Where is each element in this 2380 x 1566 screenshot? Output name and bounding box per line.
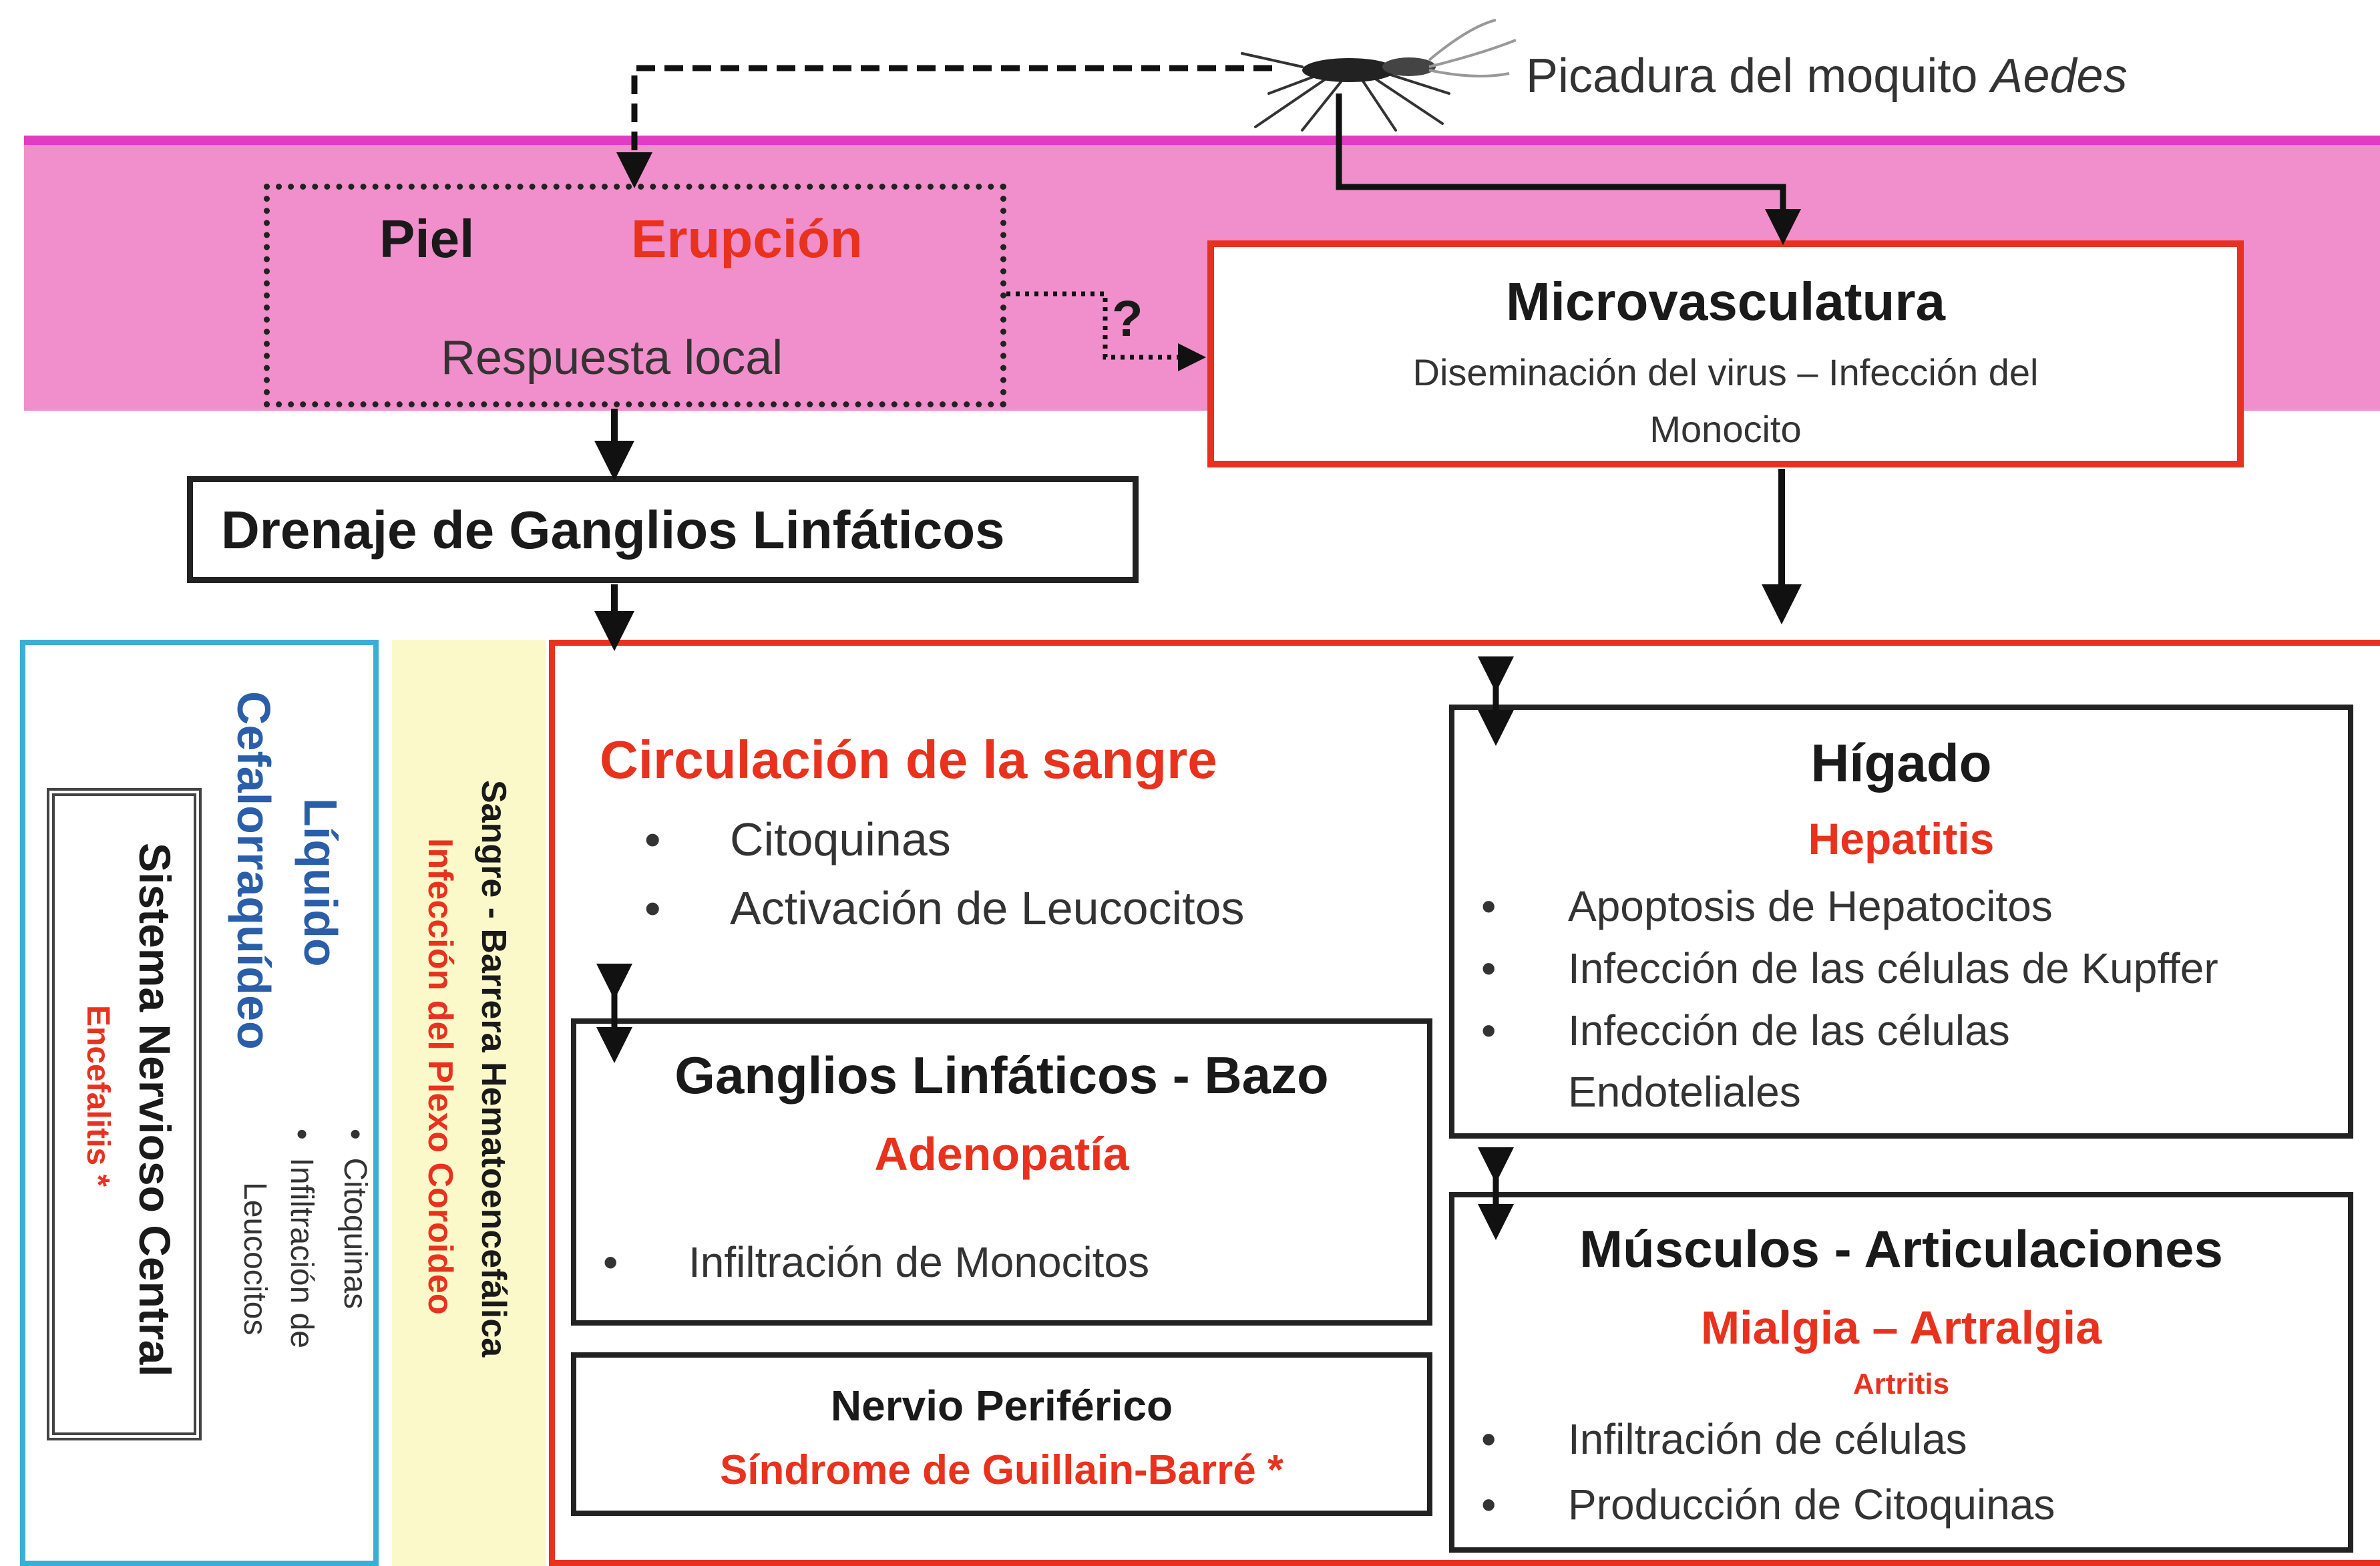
- bbb-subtitle: Infección del Plexo Coroideo: [421, 838, 459, 1315]
- blood-bullet-1: • Citoquinas: [644, 813, 951, 865]
- cns-box: [47, 788, 202, 1440]
- skin-local-response: Respuesta local: [441, 331, 783, 385]
- cns-title: Sistema Nervioso Central: [130, 843, 180, 1377]
- cns-condition: Encefalitis *: [80, 1005, 116, 1187]
- bullet-symbol: •: [644, 813, 661, 865]
- bullet-symbol: •: [603, 1238, 618, 1286]
- ganglia-title: Ganglios Linfáticos - Bazo: [674, 1046, 1329, 1105]
- bullet-symbol: •: [1481, 1481, 1497, 1529]
- skin-band-top-line: [24, 136, 2380, 145]
- microvasculature-box: Microvasculatura Diseminación del virus …: [1207, 240, 2244, 467]
- muscles-sub-condition: Artritis: [1852, 1368, 1950, 1400]
- liver-bullet-3: • Infección de las células: [1481, 1006, 2010, 1054]
- liver-bullet-3-continued: Endoteliales: [1568, 1068, 1801, 1116]
- liver-bullet-1-text: Apoptosis de Hepatocitos: [1568, 882, 2053, 930]
- lymph-drainage-title: Drenaje de Ganglios Linfáticos: [221, 500, 1005, 560]
- bullet-symbol: •: [1481, 1006, 1497, 1054]
- liver-bullet-2-text: Infección de las células de Kupffer: [1568, 944, 2218, 992]
- microvasculature-title: Microvasculatura: [1505, 272, 1946, 331]
- microvasculature-line2: Monocito: [1649, 408, 1802, 450]
- csf-bullet-3: Leucocitos: [237, 1182, 272, 1336]
- csf-bullet-1-text: Citoquinas: [337, 1157, 373, 1310]
- bullet-symbol: •: [337, 1129, 373, 1140]
- blood-bullet-1-text: Citoquinas: [730, 813, 951, 865]
- mosquito-icon: [1241, 19, 1517, 132]
- blood-circulation-title: Circulación de la sangre: [600, 730, 1217, 789]
- muscles-bullet-2-text: Producción de Citoquinas: [1568, 1481, 2055, 1529]
- skin-question-mark: ?: [1112, 290, 1143, 347]
- nerve-title: Nervio Periférico: [830, 1382, 1173, 1430]
- csf-bullet-2-text: Infiltración de: [284, 1157, 319, 1348]
- csf-title-line1: Líquido: [294, 798, 347, 967]
- liver-bullet-1: • Apoptosis de Hepatocitos: [1481, 882, 2053, 930]
- bullet-symbol: •: [284, 1129, 319, 1140]
- liver-bullet-3-text: Infección de las células: [1568, 1006, 2010, 1054]
- nerve-condition: Síndrome de Guillain-Barré *: [719, 1447, 1284, 1493]
- bullet-symbol: •: [1481, 944, 1497, 992]
- csf-bullet-2: • Infiltración de: [284, 1129, 319, 1348]
- muscles-bullet-1-text: Infiltración de células: [1568, 1415, 1967, 1463]
- skin-title: Piel: [379, 209, 475, 268]
- csf-bullet-3-text: Leucocitos: [237, 1182, 272, 1336]
- muscles-condition: Mialgia – Artralgia: [1700, 1302, 2102, 1354]
- lymph-nodes-spleen-box: Ganglios Linfáticos - Bazo Adenopatía • I…: [571, 1018, 1432, 1326]
- liver-title: Hígado: [1810, 733, 1992, 793]
- bbb-title: Sangre - Barrera Hematoencefálica: [474, 780, 513, 1358]
- muscles-joints-box: Músculos - Articulaciones Mialgia – Artr…: [1449, 1192, 2353, 1553]
- ganglia-bullet-1-text: Infiltración de Monocitos: [688, 1238, 1150, 1286]
- muscles-bullet-1: • Infiltración de células: [1481, 1415, 1967, 1463]
- skin-rash-label: Erupción: [631, 209, 863, 268]
- mosquito-caption-prefix: Picadura del moquito: [1526, 49, 1991, 103]
- mosquito-caption-genus: Aedes: [1991, 49, 2128, 103]
- muscles-title: Músculos - Articulaciones: [1579, 1219, 2223, 1278]
- blood-bullet-2: • Activación de Leucocitos: [644, 882, 1244, 934]
- peripheral-nerve-box: Nervio Periférico Síndrome de Guillain-B…: [571, 1352, 1432, 1516]
- bullet-symbol: •: [1481, 1415, 1497, 1463]
- blood-bullet-2-text: Activación de Leucocitos: [730, 882, 1245, 934]
- liver-condition: Hepatitis: [1808, 814, 1995, 863]
- microvasculature-line1: Diseminación del virus – Infección del: [1412, 351, 2039, 393]
- ganglia-condition: Adenopatía: [874, 1128, 1129, 1180]
- csf-bullet-1: • Citoquinas: [337, 1129, 373, 1310]
- ganglia-bullet-1: • Infiltración de Monocitos: [603, 1238, 1149, 1286]
- blood-brain-barrier-strip: [392, 640, 546, 1566]
- liver-bullet-2: • Infección de las células de Kupffer: [1481, 944, 2218, 992]
- muscles-bullet-2: • Producción de Citoquinas: [1481, 1481, 2055, 1529]
- mosquito-caption: Picadura del moquito Aedes: [1526, 52, 2128, 100]
- bullet-symbol: •: [644, 882, 661, 934]
- liver-box: Hígado Hepatitis • Apoptosis de Hepatocit…: [1449, 705, 2353, 1139]
- csf-title-line2: Cefalorraquídeo: [228, 691, 280, 1050]
- lymph-drainage-box: Drenaje de Ganglios Linfáticos: [187, 476, 1139, 583]
- bullet-symbol: •: [1481, 882, 1497, 930]
